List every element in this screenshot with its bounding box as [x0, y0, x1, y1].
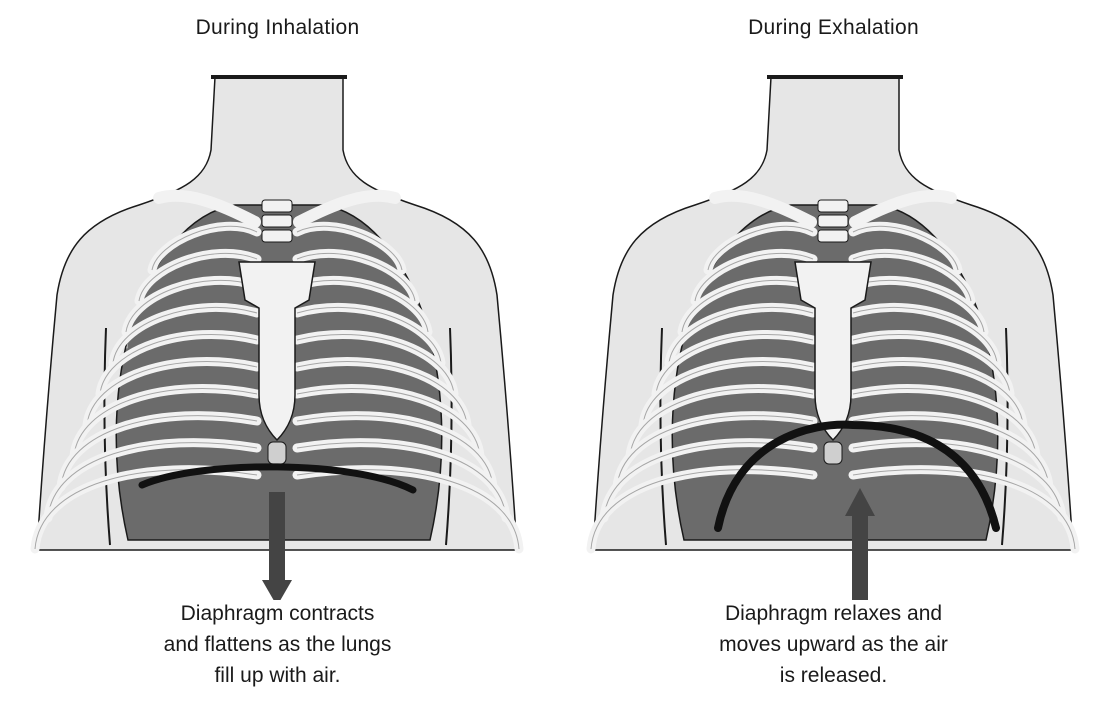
caption-line: and flattens as the lungs: [0, 629, 555, 660]
caption-line: fill up with air.: [0, 660, 555, 691]
inhalation-panel: During Inhalation Diaphragm contracts an…: [0, 0, 555, 718]
caption-line: Diaphragm contracts: [0, 598, 555, 629]
xiphoid-process: [824, 442, 842, 464]
exhalation-panel: During Exhalation Diaphragm relaxes and …: [556, 0, 1111, 718]
arrow-up-shaft: [852, 514, 868, 600]
caption-inhalation: Diaphragm contracts and flattens as the …: [0, 598, 555, 691]
torso-inhalation-illustration: [0, 0, 555, 600]
panel-title-exhalation: During Exhalation: [556, 16, 1111, 40]
vertebra: [818, 200, 848, 212]
torso-exhalation-illustration: [556, 0, 1111, 600]
vertebra: [262, 200, 292, 212]
panel-title-inhalation: During Inhalation: [0, 16, 555, 40]
xiphoid-process: [268, 442, 286, 464]
caption-line: moves upward as the air: [556, 629, 1111, 660]
vertebra: [818, 230, 848, 242]
arrow-down-shaft: [269, 492, 285, 582]
caption-exhalation: Diaphragm relaxes and moves upward as th…: [556, 598, 1111, 691]
caption-line: is released.: [556, 660, 1111, 691]
caption-line: Diaphragm relaxes and: [556, 598, 1111, 629]
vertebra: [818, 215, 848, 227]
arrow-down-head: [262, 580, 292, 600]
vertebra: [262, 230, 292, 242]
vertebra: [262, 215, 292, 227]
